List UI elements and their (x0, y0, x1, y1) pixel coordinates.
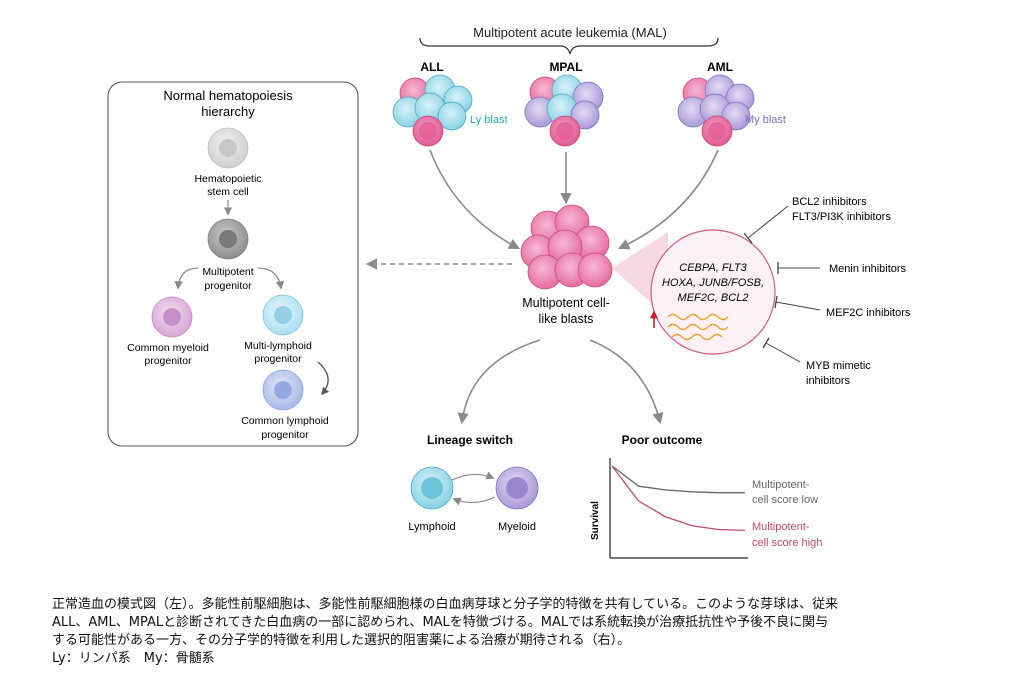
curve-score-low (611, 465, 745, 494)
arrow-mpp-to-mlp (257, 267, 285, 290)
hsc-cell (207, 127, 249, 169)
arrow-to-lineage-switch (457, 339, 541, 425)
curve-score-high (611, 465, 746, 532)
low-label-line1: Multipotent- (752, 479, 810, 491)
genes-line3: MEF2C, BCL2 (678, 292, 749, 304)
inhibitor-menin: Menin inhibitors (829, 263, 907, 275)
switch-arrow-bottom (452, 496, 496, 506)
mal-brace (419, 37, 719, 55)
blasts-label-line2: like blasts (539, 312, 594, 326)
inhibitor-flt3: FLT3/PI3K inhibitors (792, 211, 891, 223)
inhibitor-bcl2: BCL2 inhibitors (792, 196, 867, 208)
cmp-cell (151, 296, 193, 338)
all-cell-cluster (392, 74, 473, 147)
cmp-label-line2: progenitor (144, 355, 192, 367)
high-label-line1: Multipotent- (752, 521, 810, 533)
multipotent-blasts-cluster (520, 204, 613, 290)
mal-title: Multipotent acute leukemia (MAL) (473, 25, 667, 40)
hsc-label-line1: Hematopoietic (194, 173, 261, 185)
myeloid-label: Myeloid (498, 521, 536, 533)
normal-title-line2: hierarchy (201, 104, 255, 119)
label-all: ALL (420, 60, 443, 74)
inhibitor-myb-line2: inhibitors (806, 375, 851, 387)
ly-blast-label: Ly blast (470, 114, 508, 126)
genes-line1: CEBPA, FLT3 (679, 262, 747, 274)
figure-caption: 正常造血の模式図（左）。多能性前駆細胞は、多能性前駆細胞様の白血病芽球と分子学的… (52, 596, 992, 668)
mlp-cell (262, 294, 304, 336)
caption-line4: Ly：リンパ系 My：骨髄系 (52, 651, 215, 666)
arrow-aml-to-blasts (617, 149, 719, 250)
inhibitor-myb-line1: MYB mimetic (806, 360, 871, 372)
mpp-label-line2: progenitor (204, 280, 252, 292)
mpp-cell (207, 218, 249, 260)
caption-line1: 正常造血の模式図（左）。多能性前駆細胞は、多能性前駆細胞様の白血病芽球と分子学的… (52, 597, 839, 612)
normal-hierarchy-box (107, 81, 359, 447)
inhibitor-mef2c: MEF2C inhibitors (826, 307, 911, 319)
low-label-line2: cell score low (752, 494, 818, 506)
genes-line2: HOXA, JUNB/FOSB, (662, 277, 764, 289)
label-mpal: MPAL (549, 60, 582, 74)
leukemia-diagram: Multipotent acute leukemia (MAL) ALL MPA… (107, 25, 911, 559)
arrow-mpp-to-cmp (174, 267, 199, 290)
inhibitor-line-mef2c (775, 301, 821, 311)
caption-line2: ALL、AML、MPALと診断されてきた白血病の一部に認められ、MALを特徴づけ… (52, 615, 829, 630)
switch-arrow-top (451, 471, 495, 481)
cmp-label-line1: Common myeloid (127, 342, 209, 354)
mpp-label-line1: Multipotent (202, 266, 253, 278)
myeloid-cell (495, 466, 539, 510)
mlp-label-line2: progenitor (254, 353, 302, 365)
arrow-to-poor-outcome (589, 339, 664, 425)
mpal-cell-cluster (524, 74, 604, 147)
poor-outcome-title: Poor outcome (622, 433, 703, 447)
lymphoid-cell (410, 466, 454, 510)
clp-cell (262, 369, 304, 411)
high-label-line2: cell score high (752, 537, 822, 549)
normal-title-line1: Normal hematopoiesis (163, 88, 293, 103)
lymphoid-label: Lymphoid (408, 521, 455, 533)
mlp-label-line1: Multi-lymphoid (244, 340, 312, 352)
inhibitor-line-bcl2 (747, 205, 789, 239)
hsc-label-line2: stem cell (207, 186, 248, 198)
caption-line3: する可能性がある一方、その分子学的特徴を利用した選択的阻害薬による治療が期待され… (52, 633, 631, 648)
aml-cell-cluster (677, 74, 755, 147)
survival-chart: Survival (590, 458, 748, 559)
inhibitor-line-myb (765, 342, 801, 363)
transcript-wave-icon (667, 313, 729, 341)
arrow-all-to-blasts (429, 149, 520, 250)
arrow-mlp-to-clp (317, 361, 330, 396)
clp-label-line1: Common lymphoid (241, 415, 329, 427)
blasts-label-line1: Multipotent cell- (522, 296, 610, 310)
lineage-switch-title: Lineage switch (427, 433, 513, 447)
label-aml: AML (707, 60, 733, 74)
my-blast-label: My blast (745, 114, 786, 126)
clp-label-line2: progenitor (261, 429, 309, 441)
survival-ylabel: Survival (590, 501, 601, 540)
gene-circle (650, 229, 776, 355)
